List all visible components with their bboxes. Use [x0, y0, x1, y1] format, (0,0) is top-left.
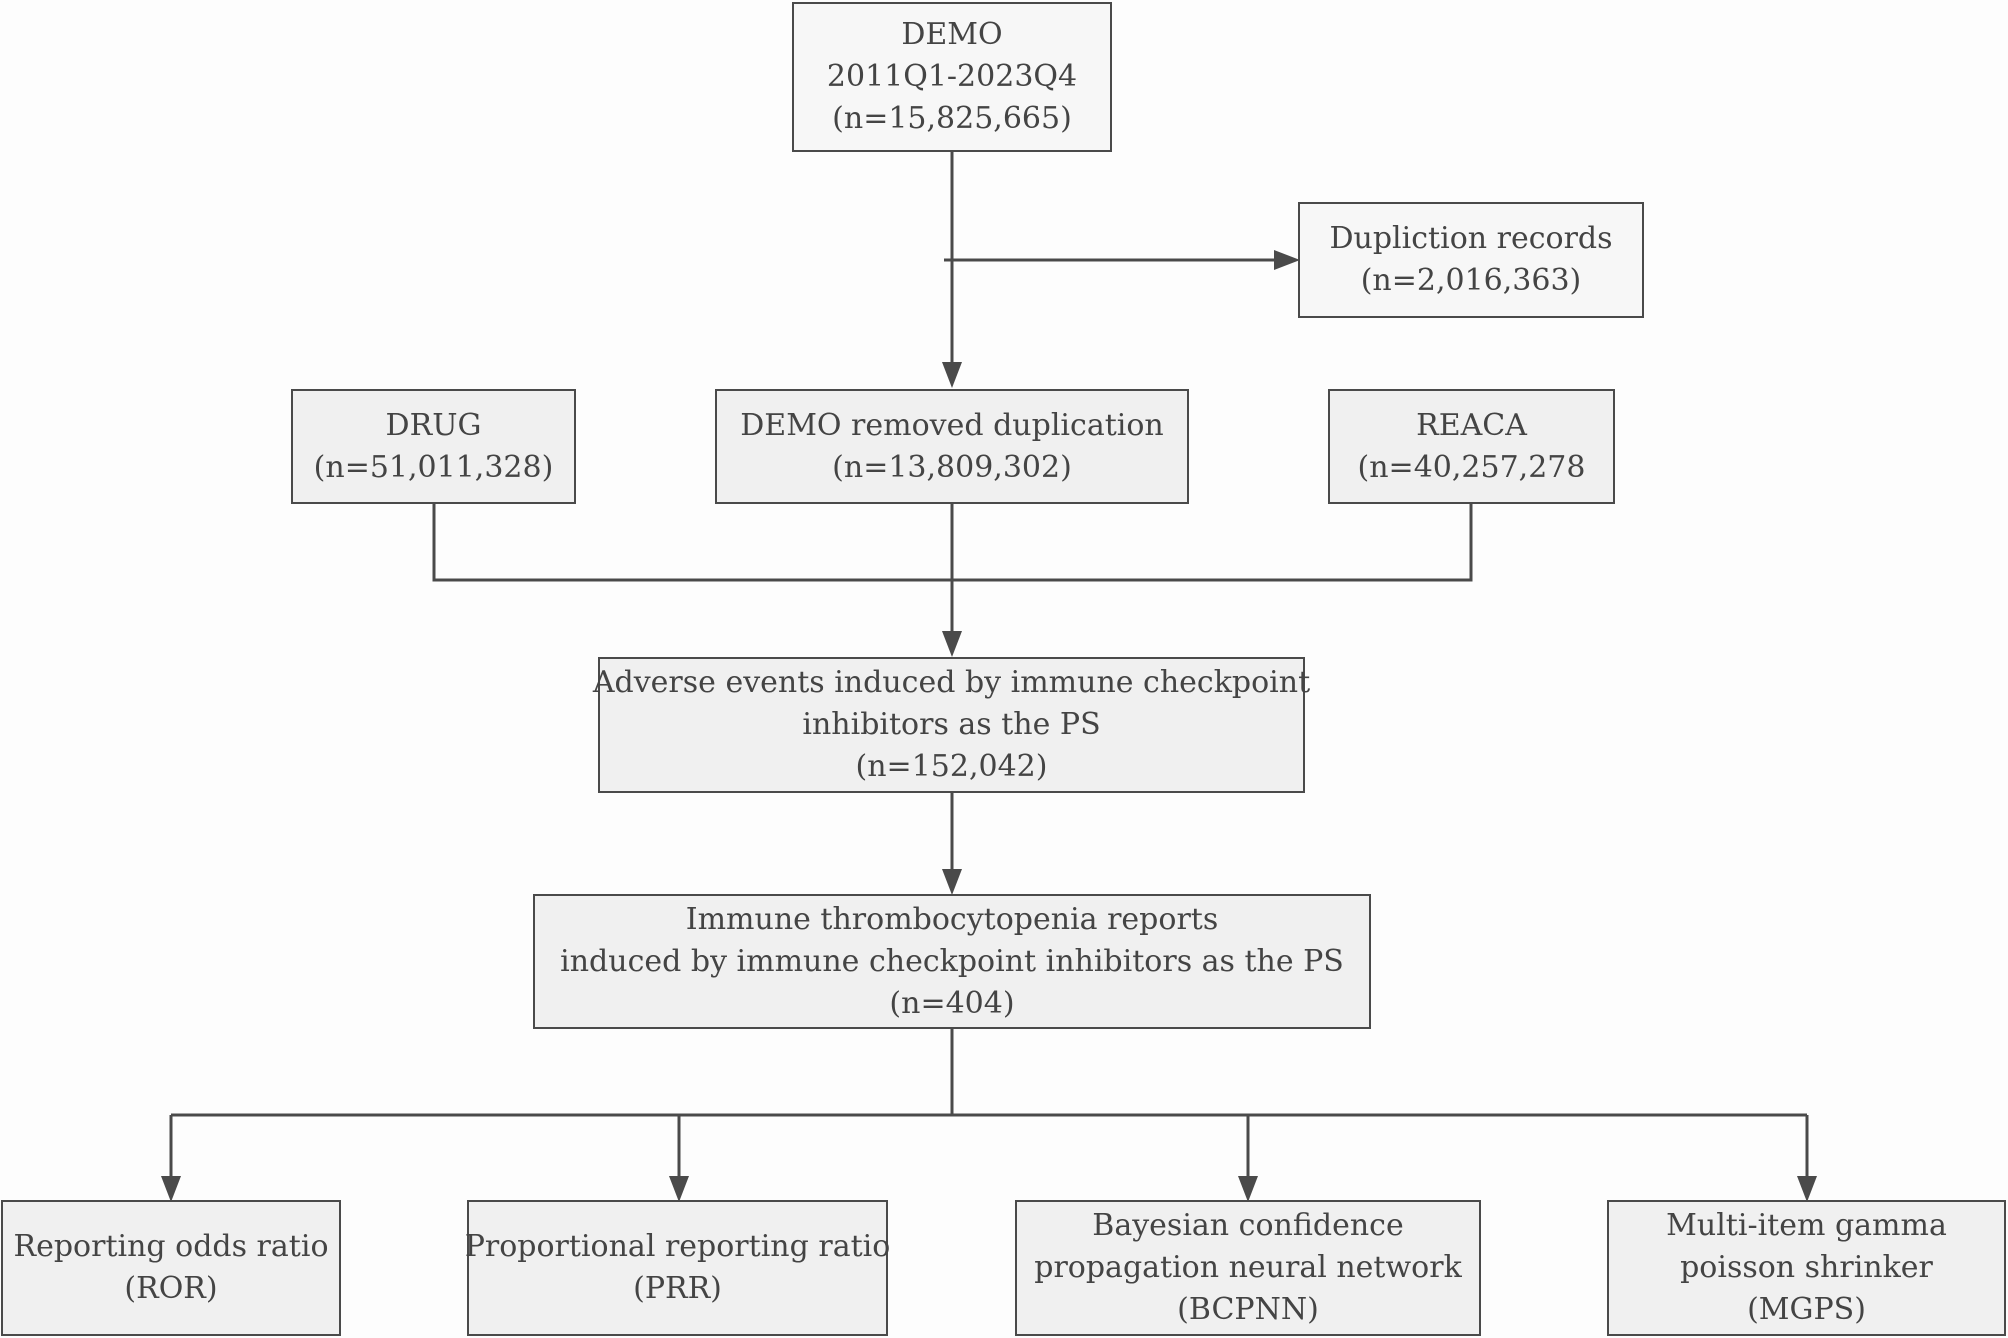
edge-reaca-merge	[952, 503, 1473, 582]
arrowhead-bcpnn	[1238, 1176, 1258, 1202]
node-drug-line1: DRUG	[385, 407, 482, 443]
node-bcpnn-line2: propagation neural network	[1034, 1250, 1462, 1285]
node-adverse-line2: inhibitors as the PS	[802, 707, 1101, 742]
node-adverse-events: Adverse events induced by immune checkpo…	[593, 657, 1310, 793]
node-drug-line2: (n=51,011,328)	[313, 449, 554, 485]
arrowhead-duplication	[1274, 250, 1300, 270]
node-bcpnn: Bayesian confidence propagation neural n…	[1015, 1200, 1481, 1336]
node-demo-line3: (n=15,825,665)	[832, 101, 1072, 136]
node-ror: Reporting odds ratio (ROR)	[1, 1200, 341, 1336]
node-adverse-line1: Adverse events induced by immune checkpo…	[592, 665, 1311, 700]
node-bcpnn-line3: (BCPNN)	[1177, 1292, 1319, 1327]
node-prr-line1: Proportional reporting ratio	[464, 1229, 891, 1264]
node-demo-removed-line1: DEMO removed duplication	[740, 407, 1164, 443]
node-itp-line1: Immune thrombocytopenia reports	[685, 901, 1219, 937]
node-demo-removed-duplication: DEMO removed duplication (n=13,809,302)	[715, 389, 1189, 504]
node-duplication-records: Dupliction records (n=2,016,363)	[1298, 202, 1644, 318]
node-demo-removed-line2: (n=13,809,302)	[832, 449, 1072, 485]
node-mgps: Multi-item gamma poisson shrinker (MGPS)	[1607, 1200, 2006, 1336]
node-adverse-line3: (n=152,042)	[855, 749, 1048, 784]
node-drug: DRUG (n=51,011,328)	[291, 389, 576, 504]
node-demo: DEMO 2011Q1-2023Q4 (n=15,825,665)	[792, 2, 1112, 152]
node-bcpnn-line1: Bayesian confidence	[1092, 1208, 1404, 1243]
node-reaca-line1: REACA	[1416, 407, 1527, 443]
node-duplication-line1: Dupliction records	[1329, 221, 1613, 256]
arrowhead-demo-removed	[942, 362, 962, 388]
edge-drug-merge	[432, 503, 952, 582]
arrowhead-ror	[161, 1176, 181, 1202]
node-prr: Proportional reporting ratio (PRR)	[464, 1200, 891, 1336]
node-mgps-line2: poisson shrinker	[1680, 1250, 1933, 1285]
node-demo-line2: 2011Q1-2023Q4	[826, 59, 1078, 94]
node-prr-line2: (PRR)	[633, 1271, 722, 1306]
node-duplication-line2: (n=2,016,363)	[1360, 263, 1582, 298]
node-reaca-line2: (n=40,257,278	[1357, 449, 1586, 485]
node-itp-reports: Immune thrombocytopenia reports induced …	[533, 894, 1371, 1029]
arrowhead-prr	[669, 1176, 689, 1202]
node-mgps-line1: Multi-item gamma	[1666, 1208, 1947, 1243]
arrowhead-itp	[942, 869, 962, 895]
arrowhead-adverse	[942, 631, 962, 657]
node-itp-line2: induced by immune checkpoint inhibitors …	[560, 943, 1344, 979]
node-itp-line3: (n=404)	[889, 985, 1015, 1021]
node-demo-line1: DEMO	[901, 17, 1003, 52]
arrowhead-mgps	[1797, 1176, 1817, 1202]
node-ror-line2: (ROR)	[124, 1271, 218, 1306]
node-mgps-line3: (MGPS)	[1747, 1292, 1866, 1327]
node-reaca: REACA (n=40,257,278	[1328, 389, 1615, 504]
node-ror-line1: Reporting odds ratio	[13, 1229, 329, 1264]
